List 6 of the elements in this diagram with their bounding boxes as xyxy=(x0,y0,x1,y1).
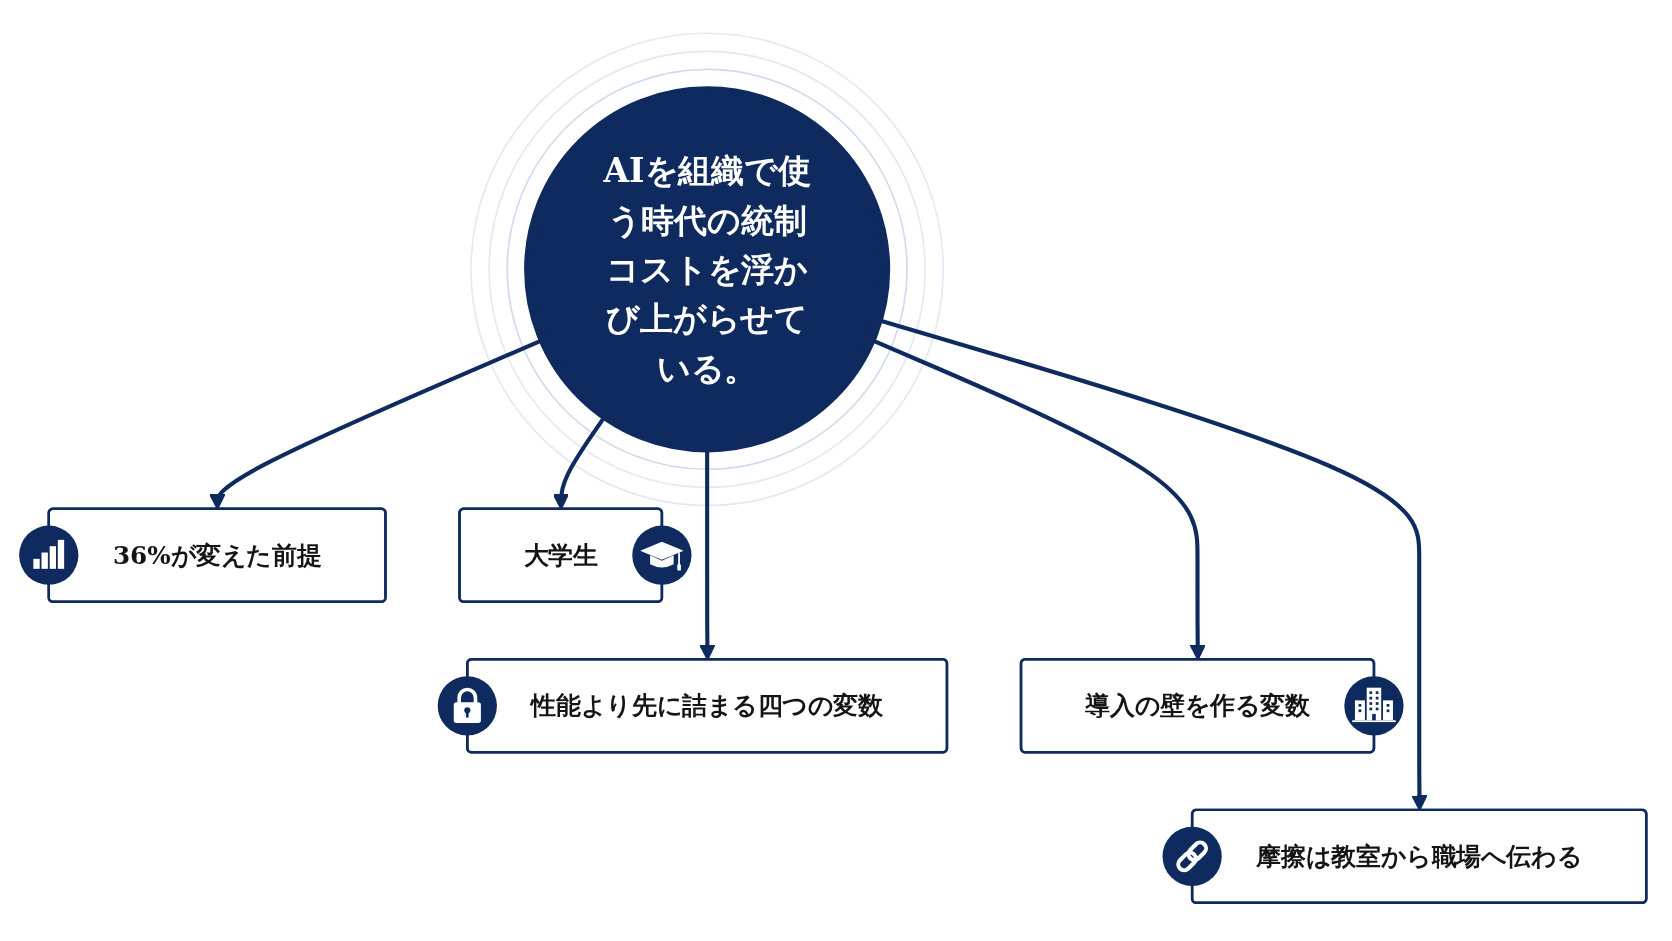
topic-box: 導入の壁を作る変数 xyxy=(1019,658,1376,754)
topic-box: 性能より先に詰まる四つの変数 xyxy=(466,658,949,754)
hub-circle: AIを組織で使う時代の統制コストを浮かび上がらせている。 xyxy=(524,86,891,453)
topic-box: 36%が変えた前提 xyxy=(47,507,387,603)
topic-box: 大学生 xyxy=(458,507,664,603)
topic-box: 摩擦は教室から職場へ伝わる xyxy=(1190,808,1648,905)
